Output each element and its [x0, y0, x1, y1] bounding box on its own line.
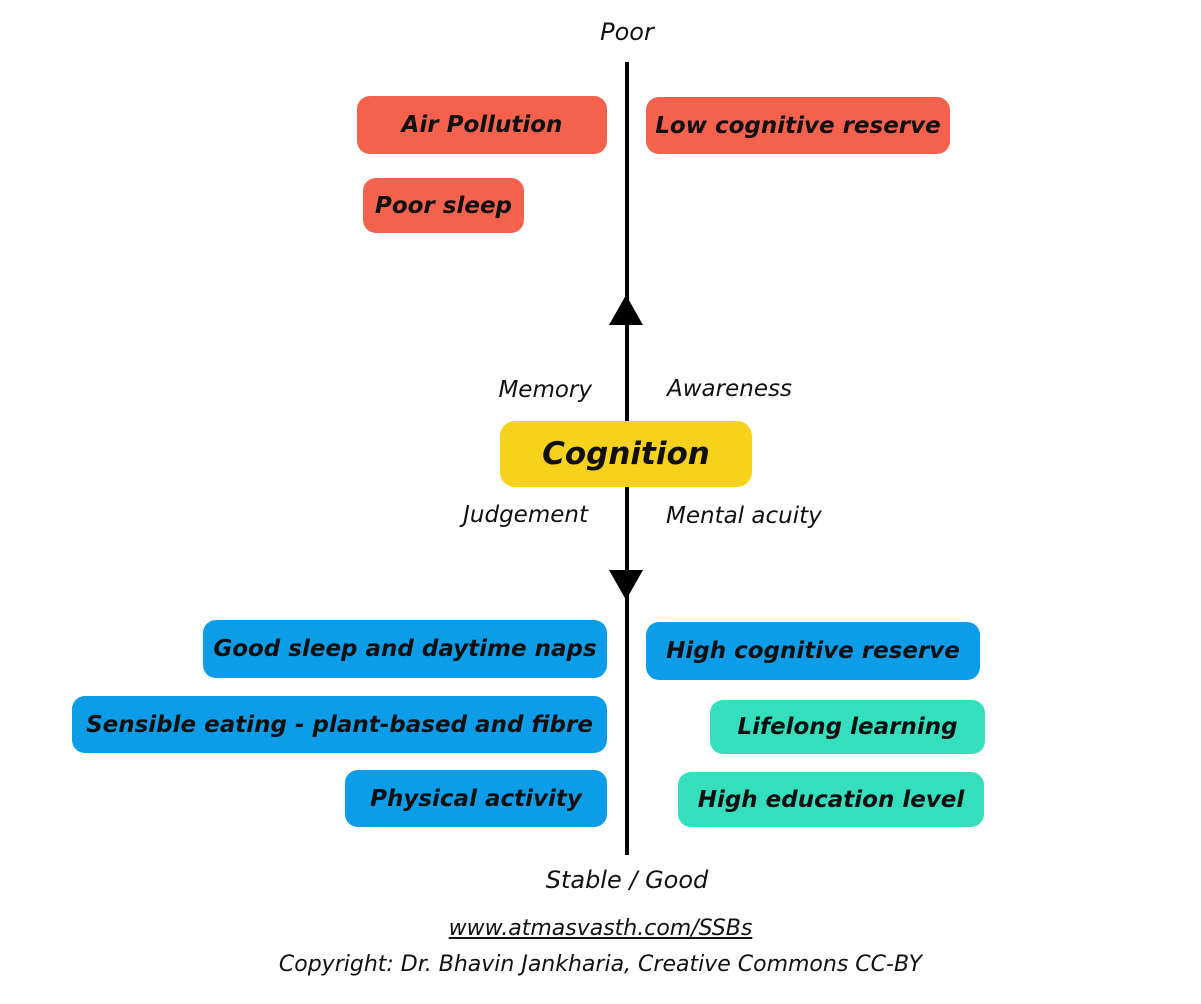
- facet-judgement: Judgement: [463, 502, 588, 528]
- copyright-row: Copyright: Dr. Bhavin Jankharia, Creativ…: [0, 952, 1201, 977]
- factor-air-pollution-label: Air Pollution: [401, 112, 563, 138]
- axis-top-label: Poor: [600, 18, 654, 46]
- facet-memory: Memory: [498, 377, 592, 403]
- factor-good-sleep: Good sleep and daytime naps: [203, 620, 607, 678]
- factor-high-education-level: High education level: [678, 772, 984, 827]
- factor-physical-activity-label: Physical activity: [370, 785, 582, 812]
- factor-lifelong-learning-label: Lifelong learning: [737, 714, 958, 740]
- factor-poor-sleep: Poor sleep: [363, 178, 524, 233]
- factor-high-education-level-label: High education level: [697, 786, 965, 813]
- copyright-text: Copyright: Dr. Bhavin Jankharia, Creativ…: [278, 952, 923, 977]
- factor-poor-sleep-label: Poor sleep: [374, 192, 513, 219]
- cognition-label: Cognition: [542, 436, 710, 472]
- factor-air-pollution: Air Pollution: [357, 96, 607, 154]
- cognition-box: Cognition: [500, 421, 752, 487]
- factor-low-cognitive-reserve: Low cognitive reserve: [646, 97, 950, 154]
- factor-good-sleep-label: Good sleep and daytime naps: [213, 636, 597, 662]
- factor-high-cognitive-reserve: High cognitive reserve: [646, 622, 980, 680]
- facet-awareness: Awareness: [667, 376, 792, 402]
- factor-high-cognitive-reserve-label: High cognitive reserve: [666, 638, 960, 664]
- factor-low-cognitive-reserve-label: Low cognitive reserve: [655, 112, 941, 139]
- factor-lifelong-learning: Lifelong learning: [710, 700, 985, 754]
- footer-link-row: www.atmasvasth.com/SSBs: [0, 916, 1201, 941]
- factor-sensible-eating: Sensible eating - plant-based and fibre: [72, 696, 607, 753]
- axis-bottom-label: Stable / Good: [545, 866, 709, 894]
- arrow-down-icon: [609, 570, 643, 600]
- arrow-up-icon: [609, 295, 643, 325]
- website-link[interactable]: www.atmasvasth.com/SSBs: [448, 916, 753, 941]
- factor-sensible-eating-label: Sensible eating - plant-based and fibre: [86, 711, 593, 738]
- factor-physical-activity: Physical activity: [345, 770, 607, 827]
- facet-mental-acuity: Mental acuity: [666, 503, 822, 529]
